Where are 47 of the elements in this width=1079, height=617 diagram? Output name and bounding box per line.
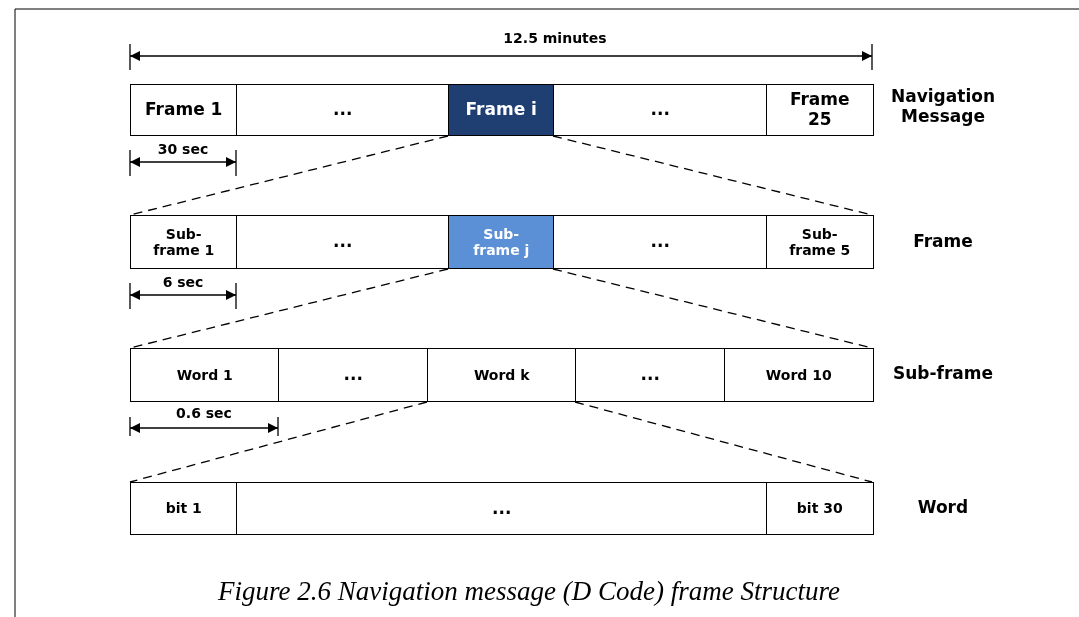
dimension-label: 12.5 minutes <box>502 30 608 47</box>
segment-label: ... <box>342 365 364 385</box>
segment-label: bit 1 <box>164 500 203 517</box>
segment-cell <box>236 215 450 269</box>
segment-label: Word 10 <box>764 366 833 384</box>
segment-cell <box>575 348 726 402</box>
row-label: Frame <box>912 231 974 252</box>
segment-cell <box>766 84 874 136</box>
segment-label: ... <box>491 498 513 519</box>
segment-cell <box>130 215 238 269</box>
segment-label: ... <box>649 232 671 252</box>
segment-cell <box>766 482 874 535</box>
segment-cell <box>724 348 874 402</box>
row-label: Sub-frame <box>891 363 995 384</box>
segment-cell <box>278 348 429 402</box>
segment-cell <box>553 215 768 269</box>
dashed-connector <box>129 401 428 483</box>
dimension-label: 30 sec <box>156 141 210 158</box>
segment-label: ... <box>639 365 661 385</box>
segment-cell <box>236 482 768 535</box>
dashed-connector <box>574 401 873 483</box>
segment-label: ... <box>332 232 354 252</box>
segment-cell <box>130 84 238 136</box>
segment-label: Frame i <box>464 100 538 120</box>
segment-cell <box>130 348 280 402</box>
segment-label: ... <box>332 100 354 120</box>
segment-cell <box>130 482 238 535</box>
segment-label: Word k <box>472 366 531 384</box>
segment-label: Frame 25 <box>788 90 851 130</box>
segment-label: ... <box>649 100 671 120</box>
segment-label: Sub-frame 5 <box>788 225 852 259</box>
segment-label: Sub-frame 1 <box>152 225 216 259</box>
segment-cell <box>553 84 768 136</box>
segment-cell <box>236 84 450 136</box>
segment-label: Sub-frame j <box>472 225 531 259</box>
row-label: Word <box>916 497 970 518</box>
segment-cell <box>448 215 555 269</box>
dimension-label: 0.6 sec <box>175 405 233 422</box>
segment-cell <box>427 348 577 402</box>
figure-caption: Figure 2.6 Navigation message (D Code) frame Structure <box>218 576 840 607</box>
segment-label: Word 1 <box>175 366 234 384</box>
segment-label: bit 30 <box>795 500 844 517</box>
segment-label: Frame 1 <box>144 100 224 120</box>
row-label: Navigation Message <box>890 86 996 127</box>
segment-cell <box>448 84 555 136</box>
segment-cell <box>766 215 874 269</box>
dimension-label: 6 sec <box>161 274 205 291</box>
